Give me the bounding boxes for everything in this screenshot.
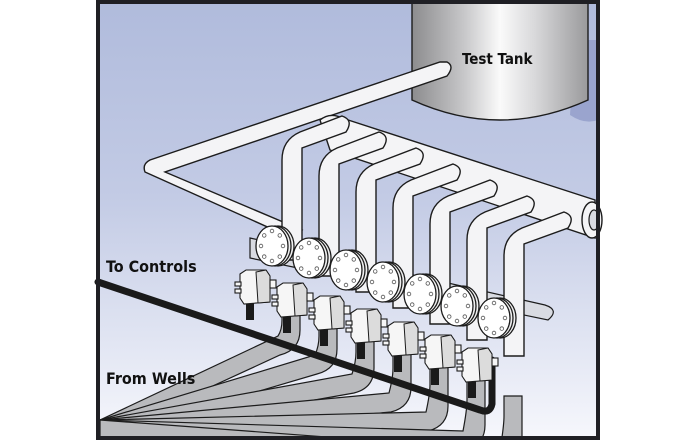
bolt (277, 254, 282, 259)
bolt (462, 314, 467, 319)
bolt (258, 243, 264, 249)
bolt (502, 315, 508, 321)
bolt (499, 326, 504, 331)
bolt (484, 326, 489, 331)
flow-meter-gauge (440, 285, 480, 327)
flow-meter-gauge (255, 225, 295, 267)
bolt (269, 228, 275, 234)
bolt (499, 305, 504, 310)
bolt (388, 290, 393, 295)
bolt (277, 233, 282, 238)
bolt (410, 281, 415, 286)
bolt (314, 266, 319, 271)
diagram-frame (96, 0, 600, 440)
control-cable (94, 278, 496, 415)
bolt (491, 300, 497, 306)
bolt (369, 279, 375, 285)
bolt (410, 302, 415, 307)
bolt (447, 314, 452, 319)
bolt (425, 281, 430, 286)
bolt (425, 302, 430, 307)
bolt (373, 290, 378, 295)
riser-pipe (318, 131, 387, 277)
bolt (299, 245, 304, 250)
flow-meter-gauge (366, 261, 406, 303)
bolt (295, 255, 301, 261)
flow-meter-gauge (329, 249, 369, 291)
bolt (373, 269, 378, 274)
bolt (480, 315, 486, 321)
bolt (343, 282, 349, 288)
bolt (443, 303, 449, 309)
control-valves (234, 269, 499, 398)
test-tank-label: Test Tank (462, 50, 534, 68)
bolt (447, 293, 452, 298)
control-valve (234, 269, 277, 320)
bolt (491, 330, 497, 336)
bolt (306, 240, 312, 246)
riser-pipes (281, 115, 572, 357)
bolt (314, 245, 319, 250)
bolt (354, 267, 360, 273)
bolt (454, 288, 460, 294)
flow-meter-gauge (477, 297, 517, 339)
to-controls-label: To Controls (106, 257, 197, 276)
bolt (351, 278, 356, 283)
bolt (351, 257, 356, 262)
bolt (465, 303, 471, 309)
bolt (484, 305, 489, 310)
bolt (299, 266, 304, 271)
control-valve (382, 321, 425, 372)
bolt (336, 278, 341, 283)
bolt (454, 318, 460, 324)
bolt (269, 258, 275, 264)
bolt (317, 255, 323, 261)
riser-pipe (281, 115, 350, 261)
riser-pipe (503, 211, 572, 357)
riser-pipe (429, 179, 498, 325)
bolt (336, 257, 341, 262)
bolt (262, 233, 267, 238)
control-valve (271, 282, 314, 333)
riser-pipe (355, 147, 424, 293)
bolt (417, 276, 423, 282)
flow-meter-gauge (292, 237, 332, 279)
test-tank: Test Tank (411, 1, 589, 121)
bolt (262, 254, 267, 259)
bolt (280, 243, 286, 249)
bolt (380, 294, 386, 300)
control-valve (456, 347, 499, 398)
control-valve (419, 334, 462, 385)
control-valve (345, 308, 388, 359)
bolt (406, 291, 412, 297)
bolt (391, 279, 397, 285)
flow-meters (255, 225, 517, 339)
from-wells-label: From Wells (106, 369, 195, 388)
bolt (417, 306, 423, 312)
flow-meter-gauge (403, 273, 443, 315)
bolt (380, 264, 386, 270)
bolt (388, 269, 393, 274)
control-valve (308, 295, 351, 346)
bolt (306, 270, 312, 276)
bolt (462, 293, 467, 298)
bolt (343, 252, 349, 258)
bolt (332, 267, 338, 273)
bolt (428, 291, 434, 297)
riser-pipe (392, 163, 461, 309)
